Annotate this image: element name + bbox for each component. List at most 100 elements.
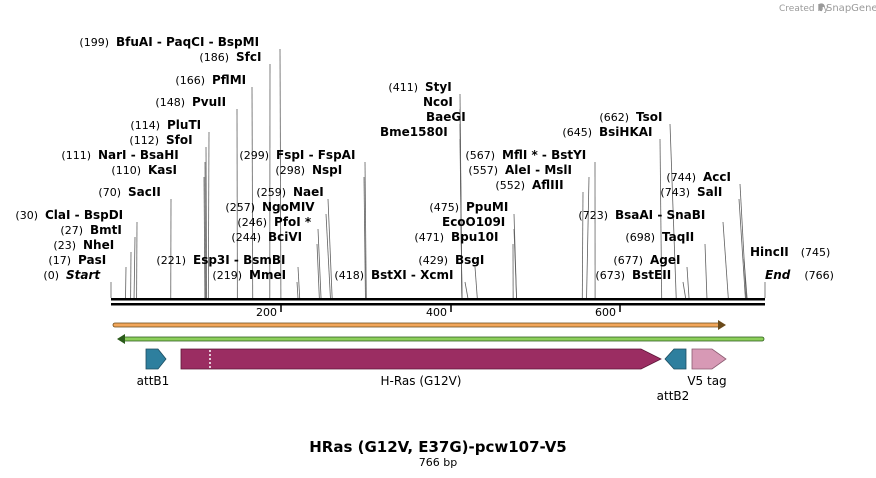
site-fspi[interactable]: FspI - FspAI(299) <box>239 148 367 299</box>
site-pfoi[interactable]: PfoI *(246) <box>237 215 322 299</box>
site-sfoi[interactable]: SfoI(112) <box>129 133 208 299</box>
site-alei[interactable]: AleI - MslI(557) <box>468 163 590 299</box>
site-name: TaqII <box>662 230 694 244</box>
site-name: NheI <box>83 238 114 252</box>
site-name: BaeGI <box>426 110 466 124</box>
site-tsoi[interactable]: TsoI(662) <box>599 110 677 299</box>
feature-hras[interactable]: H-Ras (G12V) <box>180 348 662 388</box>
site-name: ClaI - BspDI <box>45 208 123 222</box>
site-connector-line <box>251 86 254 299</box>
site-position: (246) <box>237 216 267 229</box>
site-position: (745) <box>801 246 831 259</box>
site-bsgi[interactable]: BsgI(429) <box>418 253 484 299</box>
map-title: HRas (G12V, E37G)-pcw107-V5 <box>309 438 567 456</box>
site-position: (114) <box>130 119 160 132</box>
site-connector-line <box>464 281 469 299</box>
site-position: (471) <box>414 231 444 244</box>
site-name: AflIII <box>532 178 564 192</box>
site-clai[interactable]: ClaI - BspDI(30) <box>15 208 138 299</box>
site-position: (673) <box>595 269 625 282</box>
site-esp3i[interactable]: Esp3I - BsmBI(221) <box>156 253 301 299</box>
site-afliii[interactable]: AflIII (552) <box>495 178 584 299</box>
site-naei[interactable]: NaeI(259) <box>256 185 333 299</box>
site-name: Start <box>66 268 101 282</box>
site-bsaai[interactable]: BsaAI - SnaBI(723) <box>578 208 729 299</box>
site-name: SfoI <box>166 133 193 147</box>
site-position: (148) <box>155 96 185 109</box>
site-bsteii[interactable]: BstEII(673) <box>595 268 686 299</box>
site-name: AccI <box>703 170 731 184</box>
site-pvuii[interactable]: PvuII (148) <box>155 95 238 299</box>
sequence-backbone <box>111 298 765 306</box>
site-position: (743) <box>660 186 690 199</box>
site-bcivi[interactable]: BciVI(244) <box>231 230 320 299</box>
site-connector-line <box>317 228 322 299</box>
site-name: PluTI <box>167 118 201 132</box>
site-position: (677) <box>613 254 643 267</box>
site-connector-line <box>205 146 208 299</box>
site-sali[interactable]: SalI (743) <box>660 185 746 299</box>
site-acci[interactable]: AccI (744) <box>666 170 747 299</box>
site-ngomiv[interactable]: NgoMIV(257) <box>225 200 331 299</box>
site-bmti[interactable]: BmtI(27) <box>60 223 136 299</box>
orf-forward-arrow <box>112 320 726 330</box>
site-bpu10i[interactable]: Bpu10I(471) <box>414 230 514 299</box>
site-start[interactable]: Start(0) <box>43 268 112 298</box>
site-pflmi[interactable]: PflMI(166) <box>175 73 254 299</box>
feature-attB2[interactable]: attB2 <box>657 348 690 403</box>
site-bme1580i[interactable]: Bme1580I <box>380 125 463 299</box>
site-name: MflI * - BstYI <box>502 148 586 162</box>
site-position: (557) <box>468 164 498 177</box>
site-name: StyI <box>425 80 452 94</box>
site-name: NspI <box>312 163 342 177</box>
site-pluti[interactable]: PluTI (114) <box>130 118 210 299</box>
site-name: SacII <box>128 185 161 199</box>
site-hincii[interactable]: HincII(745) <box>743 245 831 299</box>
site-bfuai[interactable]: BfuAI - PaqCI - BspMI(199) <box>79 35 282 299</box>
site-connector-line <box>704 243 708 299</box>
site-name: EcoO109I <box>442 215 505 229</box>
site-mfli[interactable]: MflI * - BstYI (567) <box>465 148 596 299</box>
site-name: PasI <box>78 253 106 267</box>
site-name: SalI <box>697 185 722 199</box>
site-end[interactable]: End(766) <box>764 268 834 298</box>
site-bsihkai[interactable]: BsiHKAI(645) <box>562 125 663 299</box>
site-name: BfuAI - PaqCI - BspMI <box>116 35 259 49</box>
site-sfci[interactable]: SfcI(186) <box>199 50 271 299</box>
feature-label-hras: H-Ras (G12V) <box>381 374 462 388</box>
site-position: (744) <box>666 171 696 184</box>
site-connector-line <box>513 228 517 299</box>
site-position: (567) <box>465 149 495 162</box>
site-name: PvuII <box>192 95 226 109</box>
site-connector-line <box>686 266 690 299</box>
site-pasi[interactable]: PasI(17) <box>48 253 127 299</box>
site-connector-line <box>363 176 366 299</box>
site-agei[interactable]: AgeI(677) <box>613 253 690 299</box>
site-nspi[interactable]: NspI(298) <box>275 163 366 299</box>
site-bstxi[interactable]: BstXI - XcmI(418) <box>334 268 469 299</box>
site-connector-line <box>669 123 677 299</box>
site-position: (429) <box>418 254 448 267</box>
ruler-label-200: 200 <box>256 306 277 319</box>
site-nari[interactable]: NarI - BsaHI(111) <box>61 148 207 299</box>
snapgene-logo-icon <box>818 3 825 12</box>
site-kasi[interactable]: KasI (110) <box>111 163 206 299</box>
site-nhei[interactable]: NheI(23) <box>53 238 132 299</box>
site-name: Bme1580I <box>380 125 448 139</box>
site-mmei[interactable]: MmeI(219) <box>212 268 299 299</box>
site-name: FspI - FspAI <box>276 148 355 162</box>
site-name: NarI - BsaHI <box>98 148 179 162</box>
site-connector-line <box>682 281 686 299</box>
site-name: KasI <box>148 163 177 177</box>
feature-attB1[interactable]: attB1 <box>137 348 170 388</box>
site-connector-line <box>327 198 333 299</box>
site-name: BsaAI - SnaBI <box>615 208 705 222</box>
site-connector-line <box>207 131 210 299</box>
site-sacii[interactable]: SacII(70) <box>98 185 172 299</box>
site-position: (110) <box>111 164 141 177</box>
site-position: (552) <box>495 179 525 192</box>
site-ecoo109i[interactable]: EcoO109I <box>442 215 517 299</box>
feature-v5-tag[interactable]: V5 tag <box>687 348 727 388</box>
site-taqii[interactable]: TaqII(698) <box>625 230 708 299</box>
